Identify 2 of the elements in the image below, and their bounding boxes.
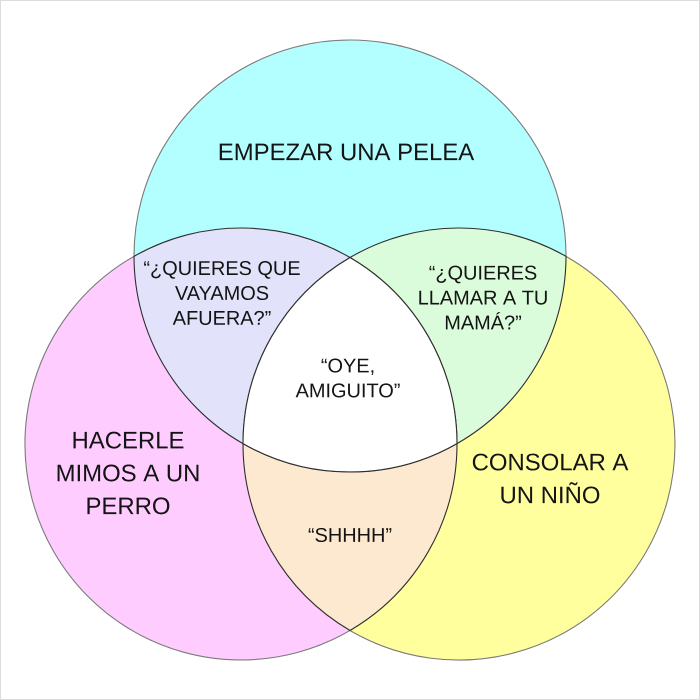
circle-region: EMPEZAR UNA PELEA bbox=[133, 39, 567, 258]
overlap-region: “SHHHH” bbox=[242, 443, 458, 632]
